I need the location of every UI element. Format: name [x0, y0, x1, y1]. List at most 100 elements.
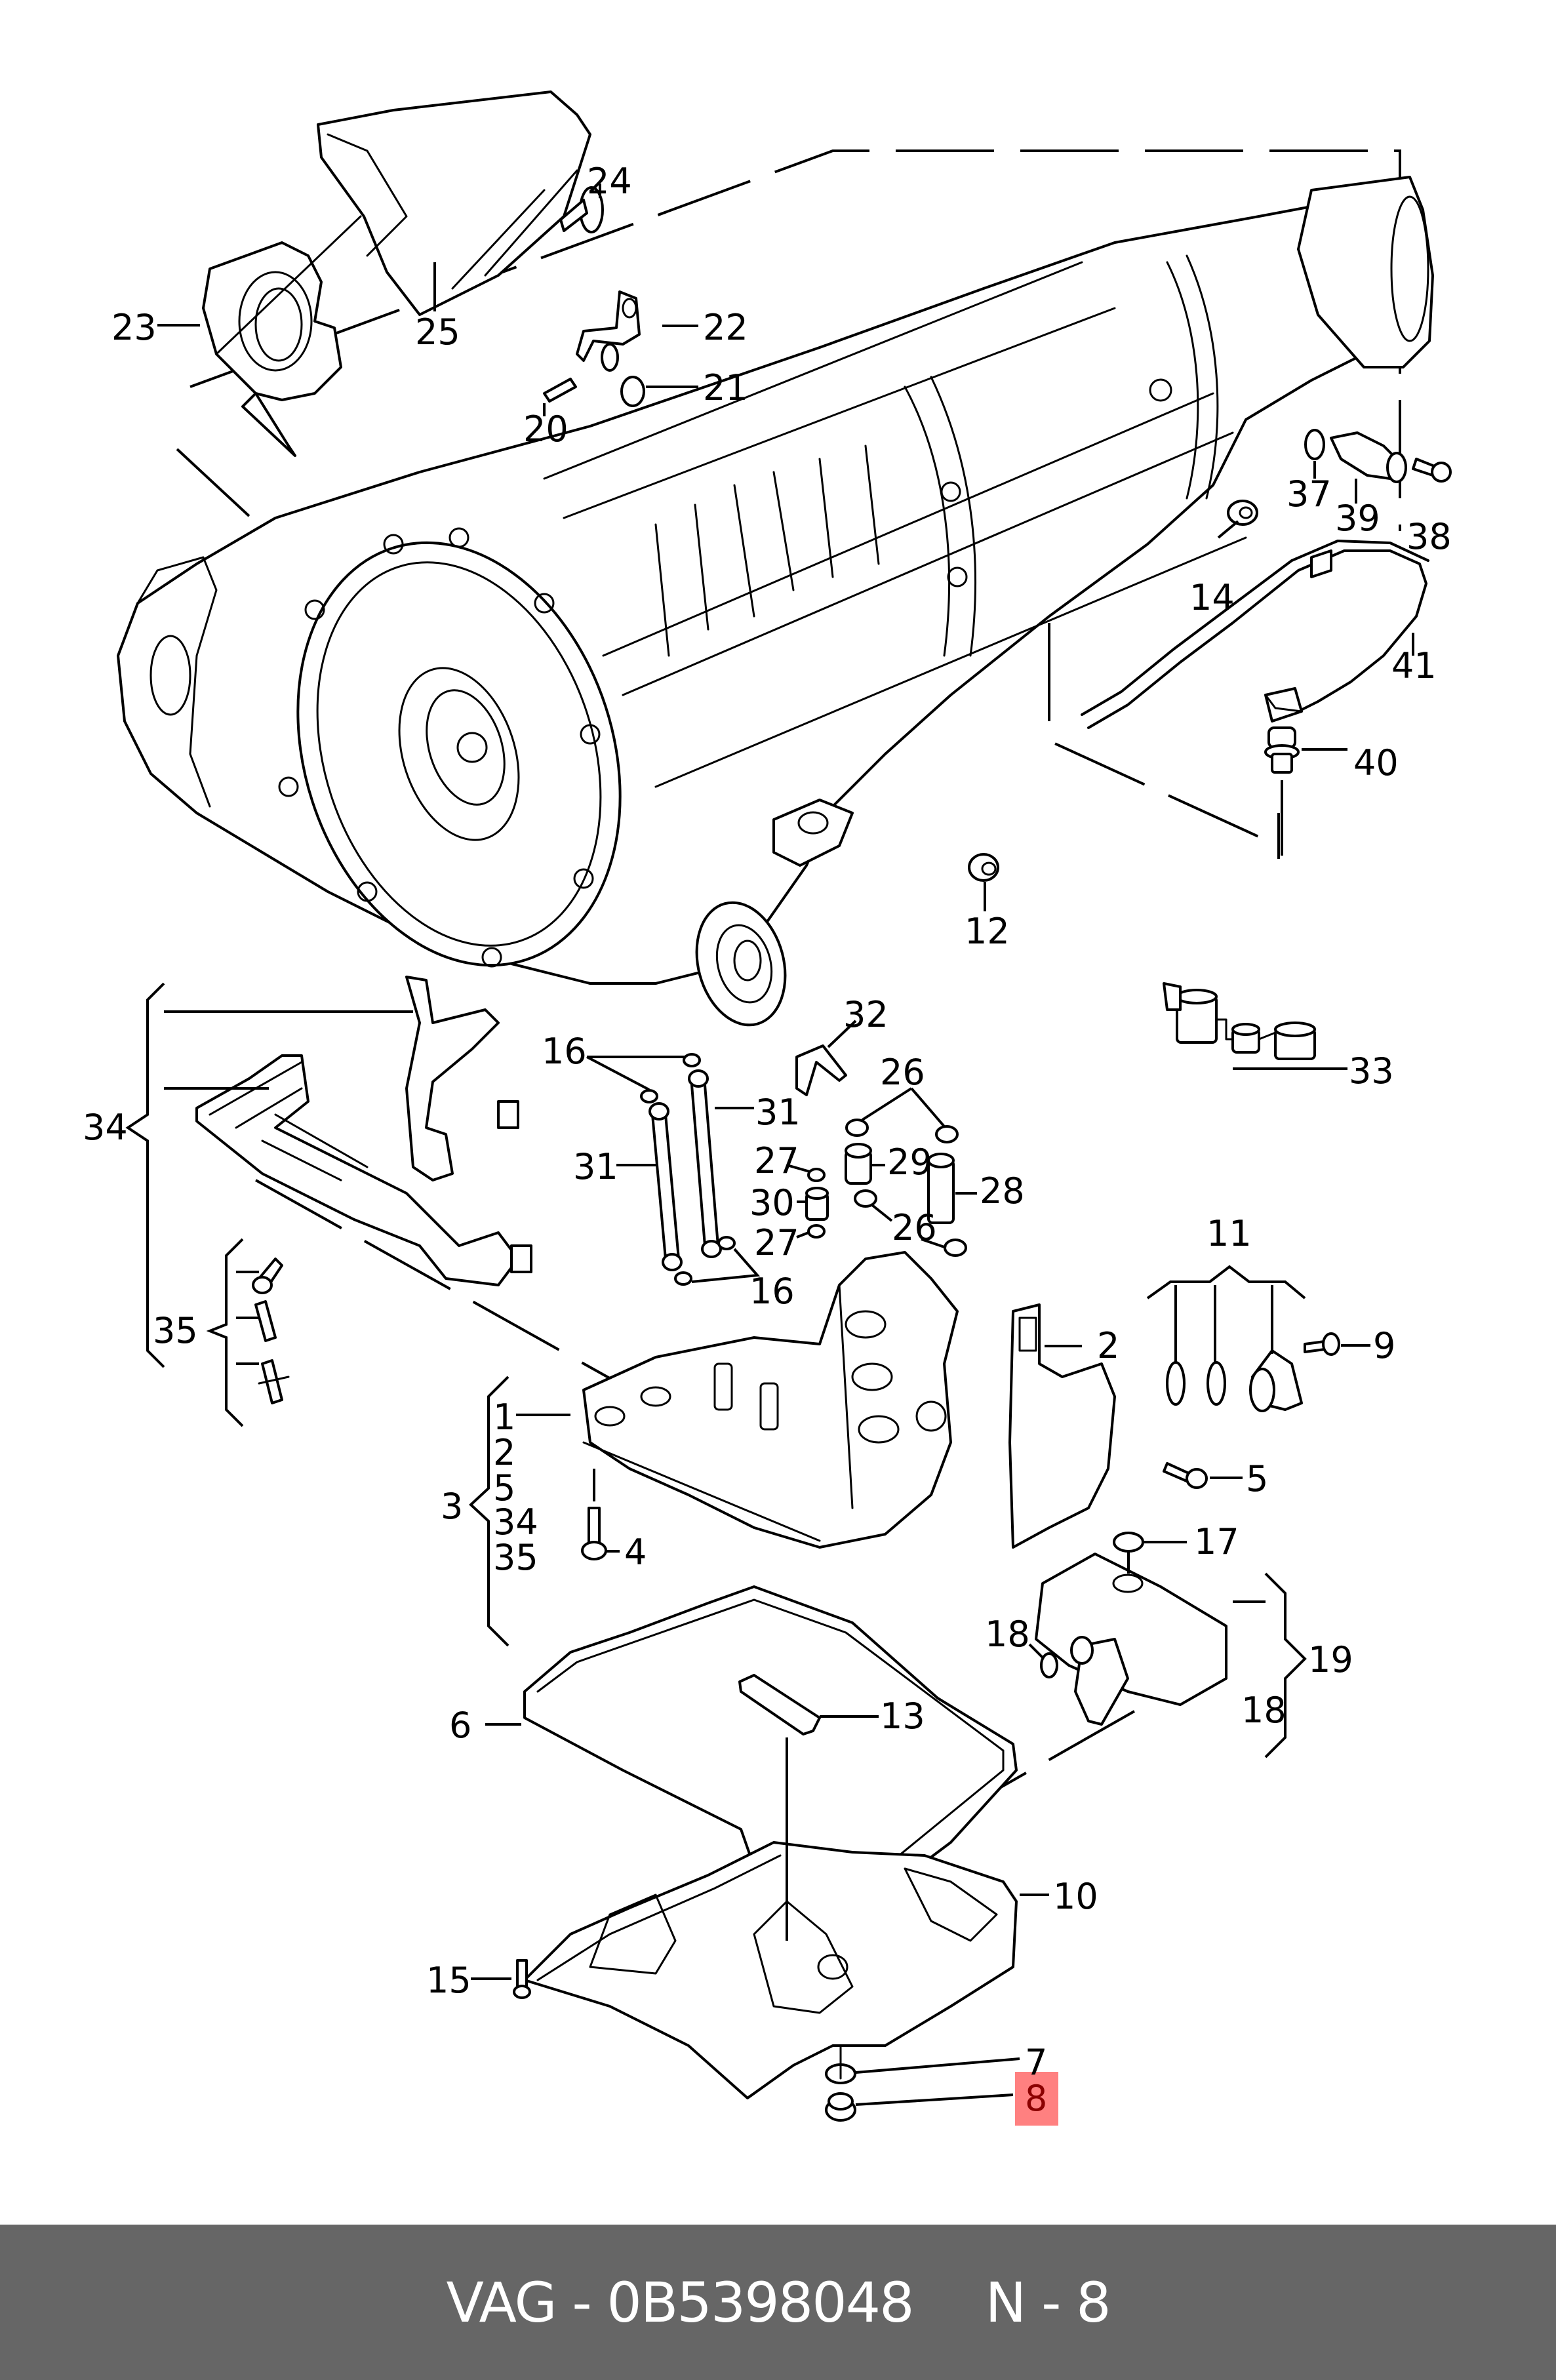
callout-7[interactable]: 7 [1025, 2042, 1047, 2083]
part-magnet-13 [738, 1674, 821, 1735]
callout-12[interactable]: 12 [965, 911, 1010, 952]
callout-15[interactable]: 15 [426, 1960, 471, 2001]
callout-17[interactable]: 17 [1194, 1521, 1239, 1562]
callout-21[interactable]: 21 [703, 367, 748, 408]
callout-group3-5[interactable]: 5 [493, 1467, 515, 1509]
part-seals-27 [807, 1168, 826, 1239]
part-bolt-4 [581, 1507, 607, 1560]
position-number: 8 [1076, 2270, 1111, 2335]
brand-label: VAG [446, 2270, 557, 2335]
callout-28[interactable]: 28 [980, 1170, 1025, 1212]
part-piston-29 [845, 1143, 872, 1185]
part-bolt-15 [513, 1959, 531, 1999]
callout-38[interactable]: 38 [1406, 516, 1452, 557]
callout-19[interactable]: 19 [1308, 1639, 1353, 1680]
brand-separator: - [572, 2270, 591, 2335]
callout-3[interactable]: 3 [441, 1486, 463, 1527]
part-oil-pan-10 [523, 1841, 1018, 2099]
part-number-banner: VAG - 0B5398048 N - 8 [0, 2225, 1556, 2380]
part-wiring-harness-38 [1081, 540, 1429, 729]
part-bracket-32 [795, 1044, 847, 1096]
callout-26-top[interactable]: 26 [880, 1052, 925, 1093]
part-conductor-plate-34 [195, 976, 532, 1286]
callout-31-left[interactable]: 31 [573, 1146, 618, 1187]
part-bolt-5 [1163, 1462, 1208, 1489]
highlight-box-8 [1015, 2072, 1058, 2126]
part-tube-31b [648, 1102, 683, 1271]
part-mechatronic-plate-2 [1008, 1303, 1116, 1549]
part-bolt-24 [559, 186, 604, 233]
callout-20[interactable]: 20 [523, 408, 569, 450]
callout-27-top[interactable]: 27 [754, 1140, 799, 1181]
part-bracket-22 [576, 290, 641, 372]
part-piston-assembly-33 [1163, 982, 1316, 1060]
callout-31-right[interactable]: 31 [755, 1092, 801, 1133]
callout-18-top[interactable]: 18 [985, 1614, 1030, 1655]
callout-34[interactable]: 34 [83, 1107, 128, 1148]
callout-16-bottom[interactable]: 16 [749, 1271, 795, 1312]
callout-13[interactable]: 13 [880, 1696, 925, 1737]
callout-5[interactable]: 5 [1246, 1458, 1268, 1499]
part-connector-41 [1264, 687, 1303, 723]
callout-22[interactable]: 22 [703, 307, 748, 348]
callout-29[interactable]: 29 [887, 1141, 932, 1183]
part-valve-body-1 [582, 1251, 959, 1549]
part-bushing-21 [620, 376, 645, 407]
part-sensor-11 [1249, 1349, 1303, 1412]
callout-27-bottom[interactable]: 27 [754, 1222, 799, 1263]
part-plug-14 [1227, 500, 1258, 526]
part-transmission-housing [117, 176, 1434, 1027]
callout-group3-35[interactable]: 35 [493, 1537, 538, 1578]
callout-10[interactable]: 10 [1053, 1876, 1098, 1917]
part-clips-35 [252, 1258, 290, 1404]
group-brackets [125, 982, 1307, 1758]
callout-35[interactable]: 35 [153, 1310, 198, 1351]
callout-30[interactable]: 30 [749, 1182, 795, 1223]
part-bolt-39 [1412, 458, 1452, 483]
callout-2[interactable]: 2 [1097, 1325, 1119, 1366]
part-seal-18 [1040, 1652, 1058, 1678]
part-oil-filter-19 [1035, 1553, 1227, 1726]
callout-40[interactable]: 40 [1353, 742, 1399, 783]
callout-33[interactable]: 33 [1349, 1050, 1394, 1092]
callout-9[interactable]: 9 [1373, 1325, 1395, 1366]
callout-16-top[interactable]: 16 [542, 1031, 587, 1072]
callout-group3-2[interactable]: 2 [493, 1432, 515, 1473]
part-plug-12 [968, 853, 999, 882]
callout-26-bottom[interactable]: 26 [892, 1207, 937, 1248]
position-prefix: N [985, 2270, 1027, 2335]
part-seal-7 [825, 2044, 856, 2084]
callout-group3-34[interactable]: 34 [493, 1501, 538, 1543]
parts-diagram: 24 23 25 22 21 20 37 39 38 14 41 40 12 3… [83, 90, 1452, 2126]
part-seals-26 [845, 1119, 967, 1257]
callout-11[interactable]: 11 [1207, 1213, 1252, 1254]
part-seals-16 [640, 1053, 736, 1286]
callout-6[interactable]: 6 [449, 1705, 471, 1746]
callout-14[interactable]: 14 [1189, 577, 1235, 618]
part-number: 0B5398048 [607, 2270, 914, 2335]
part-bolt-40 [1264, 726, 1300, 774]
callout-24[interactable]: 24 [587, 161, 632, 202]
callout-41[interactable]: 41 [1391, 645, 1437, 686]
callout-1[interactable]: 1 [493, 1397, 515, 1438]
part-mount-bracket-23 [202, 215, 362, 457]
part-drain-plug-8 [825, 2092, 856, 2122]
callout-labels: 24 23 25 22 21 20 37 39 38 14 41 40 12 3… [83, 161, 1452, 2119]
callout-25[interactable]: 25 [415, 311, 460, 353]
part-tube-31a [688, 1069, 722, 1258]
position-separator: - [1041, 2270, 1061, 2335]
part-oring-11 [1207, 1361, 1226, 1406]
callout-4[interactable]: 4 [624, 1532, 647, 1573]
part-sleeve-28 [927, 1153, 955, 1224]
callout-23[interactable]: 23 [111, 307, 157, 348]
part-seal-17 [1113, 1532, 1144, 1553]
callout-39[interactable]: 39 [1335, 498, 1380, 539]
callout-8-highlighted[interactable]: 8 [1025, 2078, 1047, 2119]
part-sensor-39 [1330, 431, 1407, 483]
callout-37[interactable]: 37 [1287, 473, 1332, 515]
callout-32[interactable]: 32 [843, 994, 888, 1035]
part-pin-20 [543, 378, 577, 403]
callout-18-bottom[interactable]: 18 [1241, 1690, 1287, 1731]
part-circlip-11 [1166, 1361, 1186, 1406]
leader-lines [157, 184, 1414, 2106]
